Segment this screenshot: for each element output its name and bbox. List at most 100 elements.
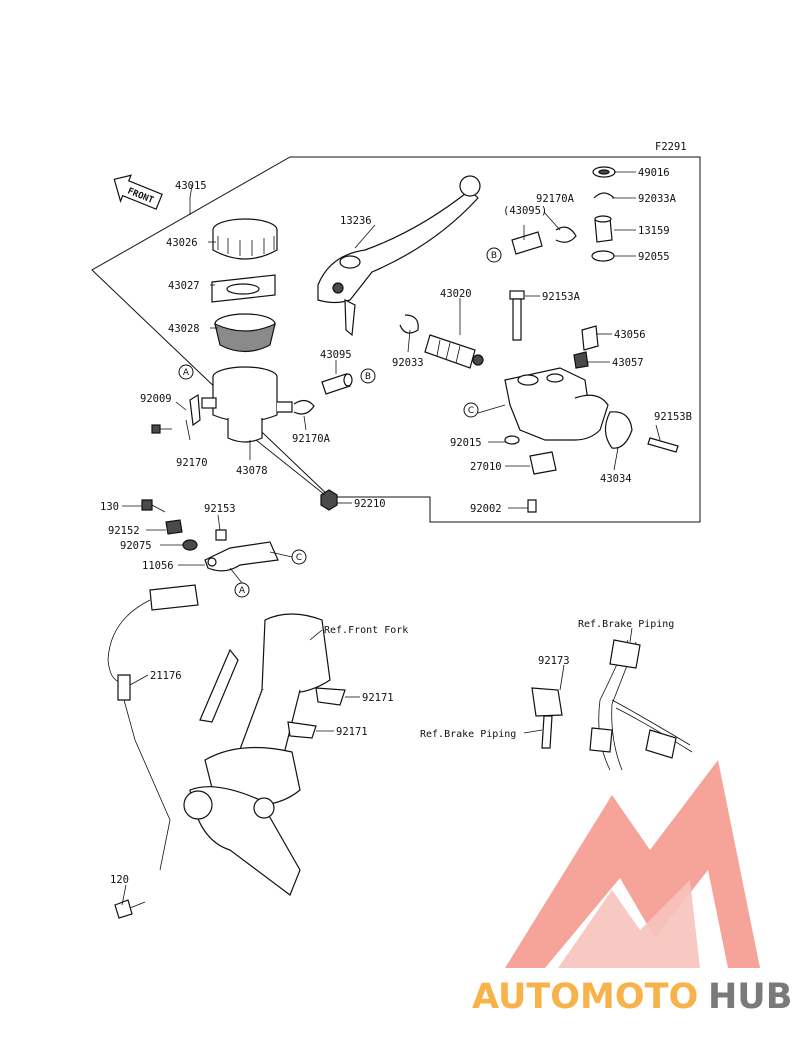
label-92152: 92152	[108, 525, 140, 537]
snap-ring-92033	[399, 314, 419, 334]
label-92033A: 92033A	[638, 193, 677, 205]
label-43056: 43056	[614, 329, 646, 341]
svg-text:A: A	[239, 586, 246, 596]
label-13159: 13159	[638, 225, 670, 237]
bolt-130	[141, 499, 166, 513]
figure-code: F2291	[655, 141, 687, 153]
sensor-21176	[107, 584, 199, 871]
label-43015: 43015	[175, 180, 207, 192]
screw-92009	[151, 424, 172, 434]
label-43057: 43057	[612, 357, 644, 369]
brake-piping-reference	[589, 639, 693, 771]
hose-43095	[321, 373, 353, 395]
svg-text:C: C	[296, 553, 302, 563]
logo-text-hub: HUB	[708, 977, 792, 1017]
label-92002: 92002	[470, 503, 502, 515]
fitting-13159	[594, 215, 613, 243]
label-43095: 43095	[320, 349, 352, 361]
reservoir-tank	[201, 366, 293, 443]
label-92033: 92033	[392, 357, 424, 369]
label-92210: 92210	[354, 498, 386, 510]
bolt-120	[114, 899, 146, 919]
bleeder-43056	[581, 325, 599, 351]
bolt-92153B	[647, 437, 679, 453]
clamp-92171-b	[287, 721, 317, 739]
label-49016: 49016	[638, 167, 670, 179]
master-cylinder-body	[504, 367, 609, 441]
label-92173: 92173	[538, 655, 570, 667]
washer-92015	[504, 435, 520, 445]
oring-92055	[591, 250, 615, 262]
label-92170: 92170	[176, 457, 208, 469]
label-43020: 43020	[440, 288, 472, 300]
label-92153A: 92153A	[542, 291, 581, 303]
label-130: 130	[100, 501, 119, 513]
washer-92075	[182, 539, 198, 551]
label-92009: 92009	[140, 393, 172, 405]
reservoir-diaphragm	[214, 313, 276, 353]
nut-92210	[320, 489, 338, 511]
bracket-92170	[189, 393, 201, 427]
marker-a-bracket: A	[234, 582, 250, 598]
marker-c-bracket: C	[291, 549, 307, 565]
label-21176: 21176	[150, 670, 182, 682]
bolt-92153A	[509, 290, 525, 341]
svg-text:B: B	[491, 251, 497, 261]
label-92055: 92055	[638, 251, 670, 263]
svg-text:C: C	[468, 406, 474, 416]
label-43078: 43078	[236, 465, 268, 477]
collar-92152	[165, 519, 183, 535]
label-43034: 43034	[600, 473, 632, 485]
screw-92002	[527, 499, 537, 513]
bracket-11056	[204, 541, 279, 572]
leader-lines	[121, 171, 661, 906]
clamp-92171-a	[315, 687, 346, 706]
label-92170A-top: 92170A	[536, 193, 575, 205]
label-43026: 43026	[166, 237, 198, 249]
switch-27010	[529, 451, 557, 475]
assembly-frame	[91, 156, 701, 523]
marker-a-top: A	[178, 364, 194, 380]
label-13236: 13236	[340, 215, 372, 227]
brake-lever	[317, 175, 481, 337]
front-fork-reference	[183, 613, 331, 896]
label-ref-brake-piping-left: Ref.Brake Piping	[420, 729, 516, 740]
label-92075: 92075	[120, 540, 152, 552]
label-120: 120	[110, 874, 129, 886]
label-43095-paren: (43095)	[503, 205, 547, 217]
marker-c-body: C	[463, 402, 479, 418]
label-92015: 92015	[450, 437, 482, 449]
label-43027: 43027	[168, 280, 200, 292]
label-92153: 92153	[204, 503, 236, 515]
svg-text:A: A	[183, 368, 190, 378]
hose-43095-paren	[511, 231, 543, 255]
front-arrow-icon: FRONT	[113, 174, 163, 210]
reservoir-cap	[212, 218, 278, 260]
label-92171-b: 92171	[336, 726, 368, 738]
marker-b-mid: B	[360, 368, 376, 384]
label-92153B: 92153B	[654, 411, 692, 423]
label-92171-a: 92171	[362, 692, 394, 704]
clamp-92173	[531, 687, 563, 749]
bolt-92153-bracket	[215, 529, 227, 541]
label-27010: 27010	[470, 461, 502, 473]
marker-b-top: B	[486, 247, 502, 263]
clamp-92170A-top	[555, 226, 577, 243]
logo-text-automoto: AUTOMOTO	[472, 977, 698, 1017]
label-11056: 11056	[142, 560, 174, 572]
automotohub-logo	[505, 760, 760, 968]
label-92170A-mid: 92170A	[292, 433, 331, 445]
piston-kit-43020	[424, 334, 484, 369]
svg-text:B: B	[365, 372, 371, 382]
cap-43057	[573, 351, 589, 369]
clip-92033A	[593, 192, 615, 199]
clamp-92170A-mid	[293, 399, 315, 415]
label-ref-brake-piping-top: Ref.Brake Piping	[578, 619, 674, 630]
label-ref-front-fork: Ref.Front Fork	[324, 625, 408, 636]
label-43028: 43028	[168, 323, 200, 335]
holder-43034	[604, 411, 633, 449]
reservoir-plate	[211, 274, 276, 303]
cap-49016	[592, 166, 616, 178]
